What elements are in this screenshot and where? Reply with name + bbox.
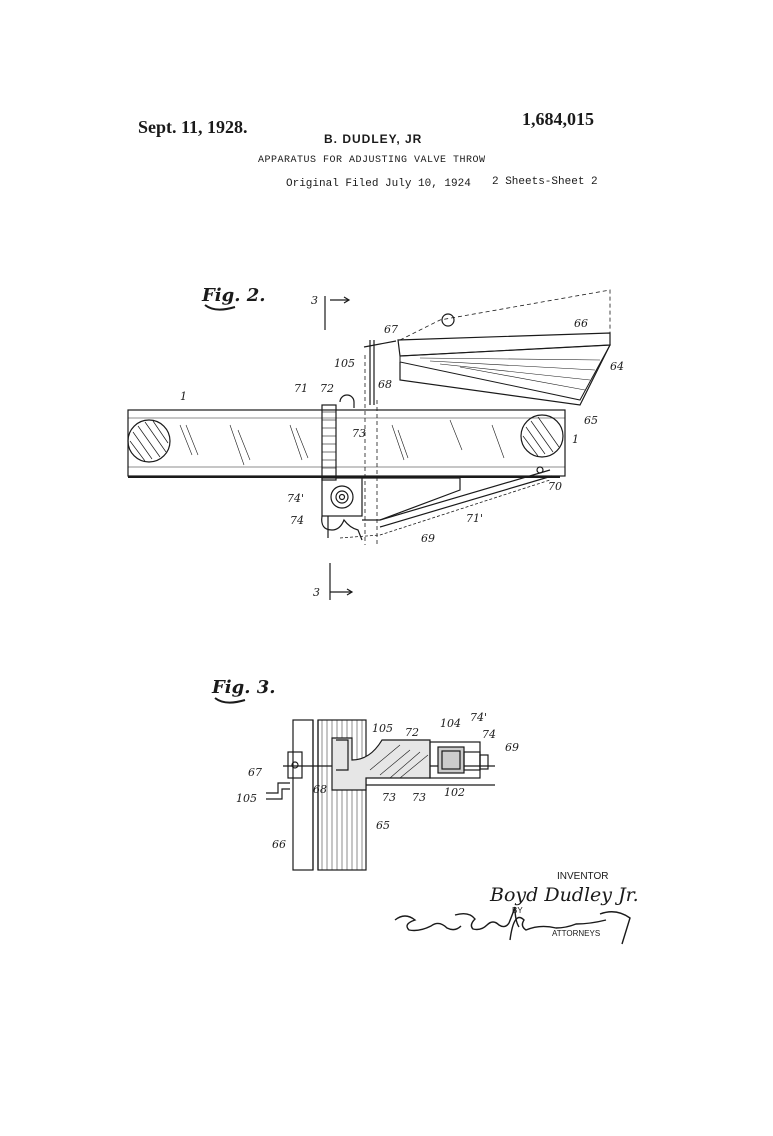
ref-label: 105 (334, 357, 355, 370)
ref-label: 72 (320, 382, 334, 395)
attorney-signature (394, 906, 631, 945)
ref-label: 105 (372, 722, 393, 735)
ref-label: 68 (313, 783, 327, 796)
ref-label: 102 (444, 786, 465, 799)
inventor-name: B. DUDLEY, JR (324, 132, 423, 146)
attorneys-label: ATTORNEYS (552, 929, 601, 938)
ref-label: 74' (470, 711, 487, 724)
ref-label: 65 (584, 414, 598, 427)
fig2-section-bottom: 3 (313, 586, 320, 599)
ref-label: 105 (236, 792, 257, 805)
patent-number: 1,684,015 (522, 109, 594, 129)
figure-3: Fig. 3. 67 105 66 68 (211, 677, 519, 871)
ref-label: 71' (466, 512, 483, 525)
ref-label: 74 (482, 728, 496, 741)
ref-label: 74 (290, 514, 304, 527)
ref-label: 69 (421, 532, 435, 545)
ref-label: 68 (378, 378, 392, 391)
ref-label: 70 (548, 480, 562, 493)
ref-label: 69 (505, 741, 519, 754)
ref-label: 73 (352, 427, 366, 440)
ref-label: 71 (294, 382, 308, 395)
filing-date: Original Filed July 10, 1924 (286, 178, 471, 190)
inventor-signature: Boyd Dudley Jr. (490, 884, 639, 906)
ref-label: 67 (384, 323, 398, 336)
by-label: BY (512, 906, 523, 915)
ref-label: 1 (180, 390, 187, 403)
ref-label: 64 (610, 360, 624, 373)
ref-label: 67 (248, 766, 262, 779)
ref-label: 73 (382, 791, 396, 804)
sheet-count: 2 Sheets-Sheet 2 (492, 176, 598, 188)
inventor-label: INVENTOR (557, 871, 609, 882)
ref-label: 65 (376, 819, 390, 832)
fig3-label: Fig. 3. (211, 677, 276, 698)
ref-label: 66 (272, 838, 286, 851)
fig2-section-top: 3 (311, 294, 318, 307)
ref-label: 72 (405, 726, 419, 739)
fig2-label: Fig. 2. (201, 285, 266, 306)
ref-label: 104 (440, 717, 461, 730)
ref-label: 73 (412, 791, 426, 804)
patent-title: APPARATUS FOR ADJUSTING VALVE THROW (258, 155, 486, 166)
ref-label: 66 (574, 317, 588, 330)
ref-label: 74' (287, 492, 304, 505)
ref-label: 1 (572, 433, 579, 446)
figure-2: Fig. 2. 3 1 1 (127, 285, 624, 600)
patent-date: Sept. 11, 1928. (138, 117, 248, 137)
